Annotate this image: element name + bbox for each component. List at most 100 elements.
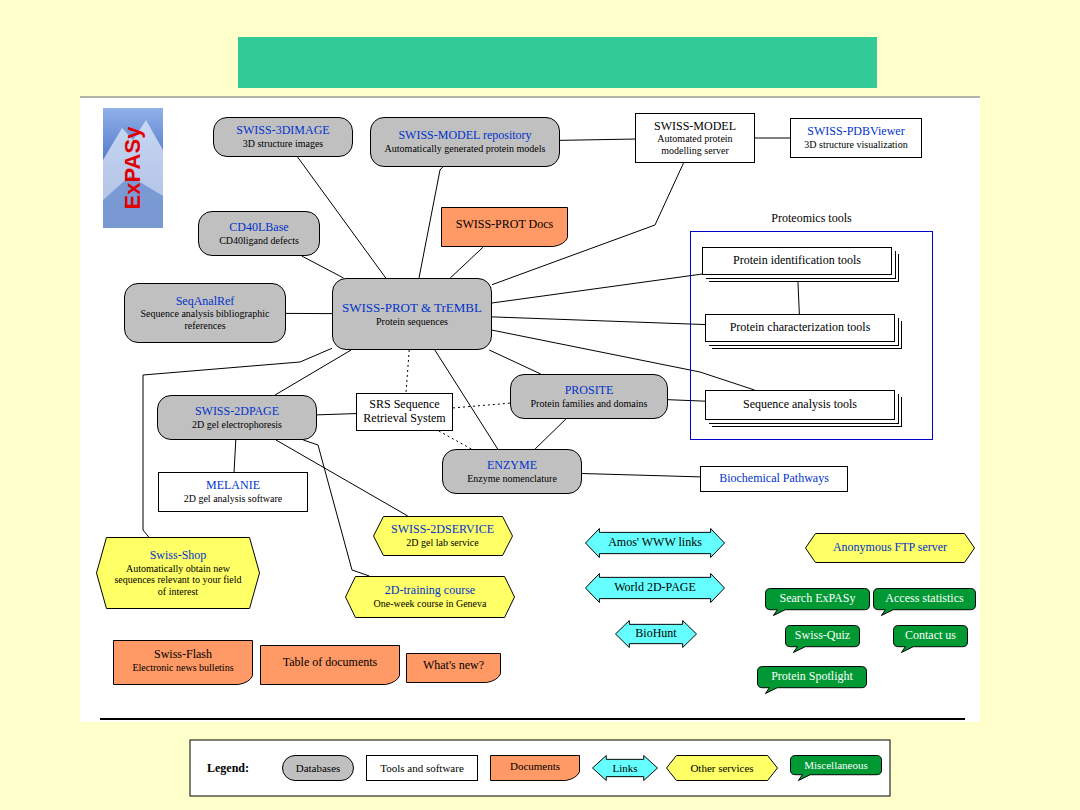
node-title: What's new? <box>423 659 484 673</box>
legend-swatch: Other services <box>666 755 778 781</box>
node-title: Proteomics tools <box>690 212 933 226</box>
service-hexagon: Anonymous FTP server <box>805 533 975 563</box>
legend-swatch: Miscellaneous <box>790 755 882 781</box>
node-title: SWISS-PROT Docs <box>456 218 553 232</box>
connector <box>489 350 540 374</box>
legend-text: Databases <box>296 762 341 775</box>
node-description: Automated protein modelling server <box>641 133 749 156</box>
link-arrow: World 2D-PAGE <box>585 573 725 603</box>
node-title: Protein identification tools <box>733 254 861 268</box>
link-arrow-shape <box>586 574 725 603</box>
misc-bubble-shape <box>874 589 976 616</box>
legend-title: Legend: <box>207 761 249 776</box>
legend-swatch: Documents <box>490 755 580 781</box>
link-arrow: BioHunt <box>615 620 697 648</box>
database-box: CD40LBaseCD40ligand defects <box>198 211 320 256</box>
document-box-shape <box>261 646 400 685</box>
node-description: 3D structure visualization <box>804 139 907 151</box>
legend-swatch: Links <box>592 755 658 781</box>
service-hexagon-shape <box>373 517 512 556</box>
misc-bubble-shape <box>766 589 870 616</box>
legend-swatch: Tools and software <box>366 755 478 781</box>
service-hexagon: SWISS-2DSERVICE2D gel lab service <box>373 516 513 556</box>
connector <box>450 247 483 278</box>
misc-bubble: Contact us <box>893 625 968 653</box>
service-hexagon-shape <box>806 534 975 563</box>
link-arrow-shape <box>586 529 725 558</box>
service-hexagon: 2D-training courseOne-week course in Gen… <box>345 576 515 618</box>
bottom-rule <box>100 718 965 720</box>
database-box: SWISS-PROT & TrEMBLProtein sequences <box>332 278 492 350</box>
node-title: Swiss-Flash <box>154 648 212 662</box>
link-arrow-shape <box>616 621 697 648</box>
misc-bubble: Protein Spotlight <box>757 666 867 694</box>
dotted-connector <box>453 403 510 408</box>
node-title: CD40LBase <box>229 221 288 235</box>
node-description: 2D gel lab service <box>406 537 478 549</box>
node-title: ENZYME <box>487 459 537 473</box>
legend-box <box>190 740 890 796</box>
tool-stack-box: Protein identification tools <box>702 247 892 275</box>
connector <box>143 348 332 537</box>
node-title: MELANIE <box>206 479 260 493</box>
document-box: SWISS-PROT Docs <box>441 207 568 247</box>
legend-text: Documents <box>510 760 560 773</box>
connector <box>302 256 344 278</box>
node-description: Automatically generated protein models <box>385 143 546 155</box>
tool-box: SWISS-MODELAutomated protein modelling s… <box>635 113 755 163</box>
connector <box>317 414 356 415</box>
service-hexagon-shape <box>97 538 260 609</box>
node-description: CD40ligand defects <box>219 235 299 247</box>
database-box: SWISS-2DPAGE2D gel electrophoresis <box>157 395 317 440</box>
tool-box: SRS Sequence Retrieval System <box>356 393 453 431</box>
node-title: BioHunt <box>635 627 676 641</box>
node-title: SWISS-PROT & TrEMBL <box>342 301 482 316</box>
connector <box>286 313 332 314</box>
top-rule <box>80 96 980 98</box>
tool-box: SWISS-PDBViewer3D structure visualizatio… <box>790 118 922 158</box>
tool-stack-box: Sequence analysis tools <box>705 390 895 420</box>
node-title: PROSITE <box>565 384 614 398</box>
node-description: 3D structure images <box>243 138 324 150</box>
node-title: Table of documents <box>283 656 377 670</box>
node-title: SWISS-PDBViewer <box>807 125 904 139</box>
node-description: Enzyme nomenclature <box>467 473 557 485</box>
node-title: SWISS-MODEL repository <box>398 129 531 143</box>
dotted-connector <box>439 431 472 449</box>
node-description: Electronic news bulletins <box>132 662 233 674</box>
node-description: 2D gel analysis software <box>184 493 283 505</box>
misc-bubble-shape <box>786 626 860 653</box>
dotted-connector <box>406 350 409 393</box>
connector <box>535 419 566 449</box>
connector <box>303 440 369 576</box>
tool-box: MELANIE2D gel analysis software <box>158 472 308 512</box>
node-title: Search ExPASy <box>780 592 856 606</box>
node-description: One-week course in Geneva <box>373 598 486 610</box>
database-box: PROSITEProtein families and domains <box>510 374 668 419</box>
tool-box: Biochemical Pathways <box>700 466 848 492</box>
tools-group: Proteomics toolsProtein identification t… <box>690 212 933 440</box>
misc-bubble-shape <box>894 626 968 653</box>
connector <box>755 138 790 139</box>
link-arrow: Amos' WWW links <box>585 528 725 558</box>
document-box: Table of documents <box>260 645 400 685</box>
logo-sky <box>103 108 163 228</box>
node-title: SWISS-2DSERVICE <box>391 523 494 537</box>
legend-text: Tools and software <box>380 762 464 775</box>
node-title: SWISS-3DIMAGE <box>236 124 329 138</box>
node-title: Biochemical Pathways <box>719 472 829 486</box>
misc-bubble: Search ExPASy <box>765 588 870 616</box>
node-description: Protein sequences <box>376 316 448 328</box>
node-title: Swiss-Shop <box>150 549 207 563</box>
document-box: What's new? <box>406 653 501 683</box>
database-box: SWISS-3DIMAGE3D structure images <box>213 117 353 157</box>
node-title: SWISS-MODEL <box>654 120 736 134</box>
legend-text: Other services <box>690 762 753 775</box>
logo <box>103 108 163 228</box>
document-box-shape <box>442 208 568 247</box>
misc-bubble: Access statistics <box>873 588 976 616</box>
legend-swatch: Databases <box>282 755 354 781</box>
database-box: ENZYMEEnzyme nomenclature <box>442 449 582 494</box>
node-title: 2D-training course <box>385 584 475 598</box>
